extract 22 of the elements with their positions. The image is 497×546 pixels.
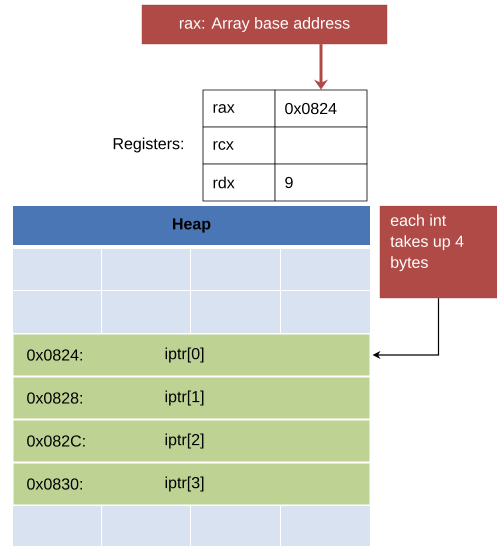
- heap-row: [12, 376, 370, 420]
- heap-row: [12, 420, 370, 462]
- heap-header: Heap: [13, 206, 370, 245]
- register-cell: rax: [202, 90, 276, 128]
- element-label: iptr[3]: [166, 476, 204, 492]
- element-label: iptr[2]: [166, 434, 204, 448]
- register-cell: 9: [274, 164, 368, 202]
- register-label: Registers:: [114, 138, 183, 152]
- callout-box: rax: Array base address: [142, 4, 388, 44]
- callout-box: each int takes up 4 bytes: [380, 206, 497, 298]
- register-cell: [274, 126, 368, 164]
- element-label: iptr[0]: [166, 348, 204, 362]
- register-cell: 0x0824: [274, 90, 368, 128]
- address-label: 0x082C:: [27, 435, 85, 447]
- heap-row: [12, 334, 370, 376]
- element-label: iptr[1]: [166, 390, 204, 406]
- address-label: 0x0828:: [27, 392, 82, 404]
- heap-row: [12, 462, 370, 506]
- register-cell: rdx: [202, 164, 276, 202]
- address-label: 0x0830:: [27, 478, 82, 490]
- register-cell: rcx: [202, 126, 276, 164]
- address-label: 0x0824:: [27, 349, 82, 361]
